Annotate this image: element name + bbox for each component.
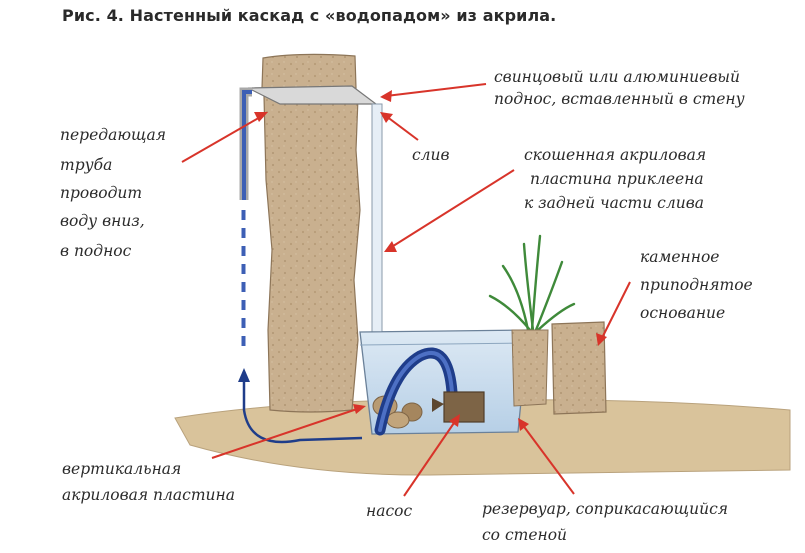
label-pump: насос [366, 502, 412, 520]
label-transfer-pipe-line2: труба [60, 156, 112, 174]
label-drain-line1: слив [412, 146, 450, 164]
label-vertical-plate-line1: вертикальная [62, 460, 181, 478]
label-reservoir-line2: со стеной [482, 526, 567, 544]
label-stone-base-line1: каменное [640, 248, 719, 266]
reservoir [359, 329, 529, 435]
drain [371, 103, 383, 353]
water-drops [241, 210, 246, 346]
label-tray-line2: поднос, вставленный в стену [494, 90, 745, 108]
stone-wall [263, 95, 361, 413]
label-vertical-plate-line2: акриловая пластина [62, 486, 235, 504]
label-stone-base-line2: приподнятое [640, 276, 753, 294]
label-drain: слив [412, 146, 450, 164]
label-reservoir: резервуар, соприкасающийся со стеной [482, 500, 728, 544]
label-slanted-plate-line3: к задней части слива [524, 194, 704, 212]
label-transfer-pipe-line5: в поднос [60, 242, 132, 260]
label-stone-base-line3: основание [640, 304, 725, 322]
label-vertical-plate: вертикальная акриловая пластина [62, 460, 235, 504]
label-slanted-plate: скошенная акриловая пластина приклеена к… [524, 146, 706, 212]
arrows [181, 83, 631, 497]
label-slanted-plate-line2: пластина приклеена [530, 170, 704, 188]
pump [443, 391, 485, 423]
label-transfer-pipe-line1: передающая [60, 126, 166, 144]
label-tray: свинцовый или алюминиевый поднос, вставл… [494, 68, 745, 108]
wall-cap [261, 53, 357, 91]
plant [488, 234, 576, 332]
figure-title: Рис. 4. Настенный каскад с «водопадом» и… [62, 6, 557, 25]
label-tray-line1: свинцовый или алюминиевый [494, 68, 740, 86]
label-transfer-pipe-line4: воду вниз, [60, 212, 145, 230]
label-pump-line1: насос [366, 502, 412, 520]
label-stone-base: каменное приподнятое основание [640, 248, 753, 322]
pebble [386, 411, 410, 429]
label-transfer-pipe: передающая труба проводит воду вниз, в п… [60, 126, 166, 260]
label-transfer-pipe-line3: проводит [60, 184, 142, 202]
plant-pot [511, 329, 549, 407]
label-slanted-plate-line1: скошенная акриловая [524, 146, 706, 164]
return-hose [242, 380, 363, 444]
stone-base [551, 321, 607, 415]
label-reservoir-line1: резервуар, соприкасающийся [482, 500, 728, 518]
